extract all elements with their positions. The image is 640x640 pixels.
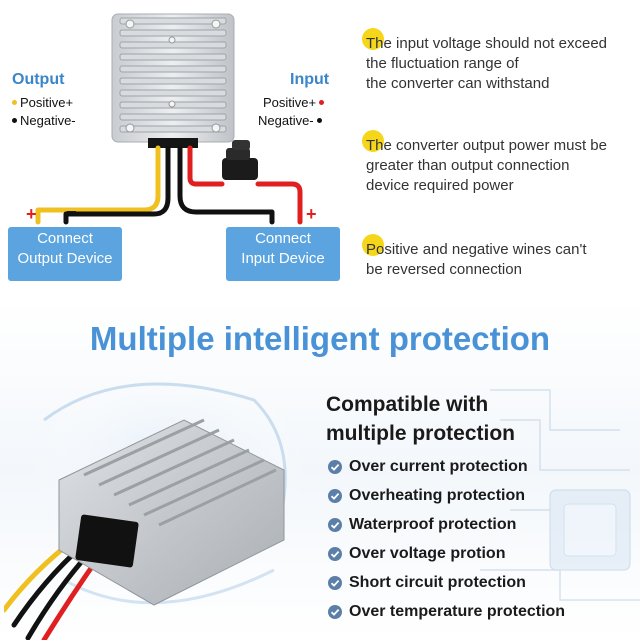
output-negative-label: Negative- [12,113,76,128]
check-circle-icon [328,547,342,561]
input-wires [177,145,303,225]
note-marker-icon [362,234,384,256]
feature-item: Over temperature protection [328,603,565,621]
note-marker-icon [362,130,384,152]
converter-module-image [4,360,304,640]
feature-item: Over voltage protion [328,545,505,563]
check-circle-icon [328,489,342,503]
check-circle-icon [328,605,342,619]
note-marker-icon [362,28,384,50]
protection-title: Multiple intelligent protection [89,320,551,357]
feature-item: Waterproof protection [328,516,516,534]
converter-module-icon [111,13,235,148]
output-positive-label: Positive+ [12,95,73,110]
black-dot-icon [12,118,17,123]
input-positive-label: Positive+ [263,95,325,110]
output-minus-sign: − [66,202,77,222]
check-circle-icon [328,460,342,474]
compatible-heading: Compatible with multiple protection [326,393,515,445]
yellow-dot-icon [12,100,17,105]
note-polarity: Positive and negative wines can't be rev… [366,241,587,278]
check-circle-icon [328,518,342,532]
feature-item: Overheating protection [328,487,525,505]
input-plus-sign: + [306,204,317,224]
check-circle-icon [328,576,342,590]
converter-wiring-diagram [35,13,303,225]
input-negative-label: Negative- [258,113,322,128]
circuit-board-background [480,389,640,601]
note-output-power: The converter output power must be great… [366,137,607,194]
feature-item: Over current protection [328,458,528,476]
connect-input-device-box: Connect Input Device [226,227,340,281]
wiring-section: Output Positive+ Negative- Input Positiv… [0,0,640,300]
output-title: Output [12,71,65,88]
fuse-holder-icon [222,140,258,180]
input-minus-sign: − [262,202,273,222]
protection-section: Multiple intelligent protection [0,300,640,640]
black-dot-icon [316,118,322,123]
output-plus-sign: + [26,204,37,224]
output-wires [35,145,171,225]
note-input-voltage: The input voltage should not exceed the … [366,35,608,92]
red-dot-icon [319,100,325,105]
connect-output-device-box: Connect Output Device [8,227,122,281]
feature-item: Short circuit protection [328,574,526,592]
input-title: Input [290,71,330,88]
